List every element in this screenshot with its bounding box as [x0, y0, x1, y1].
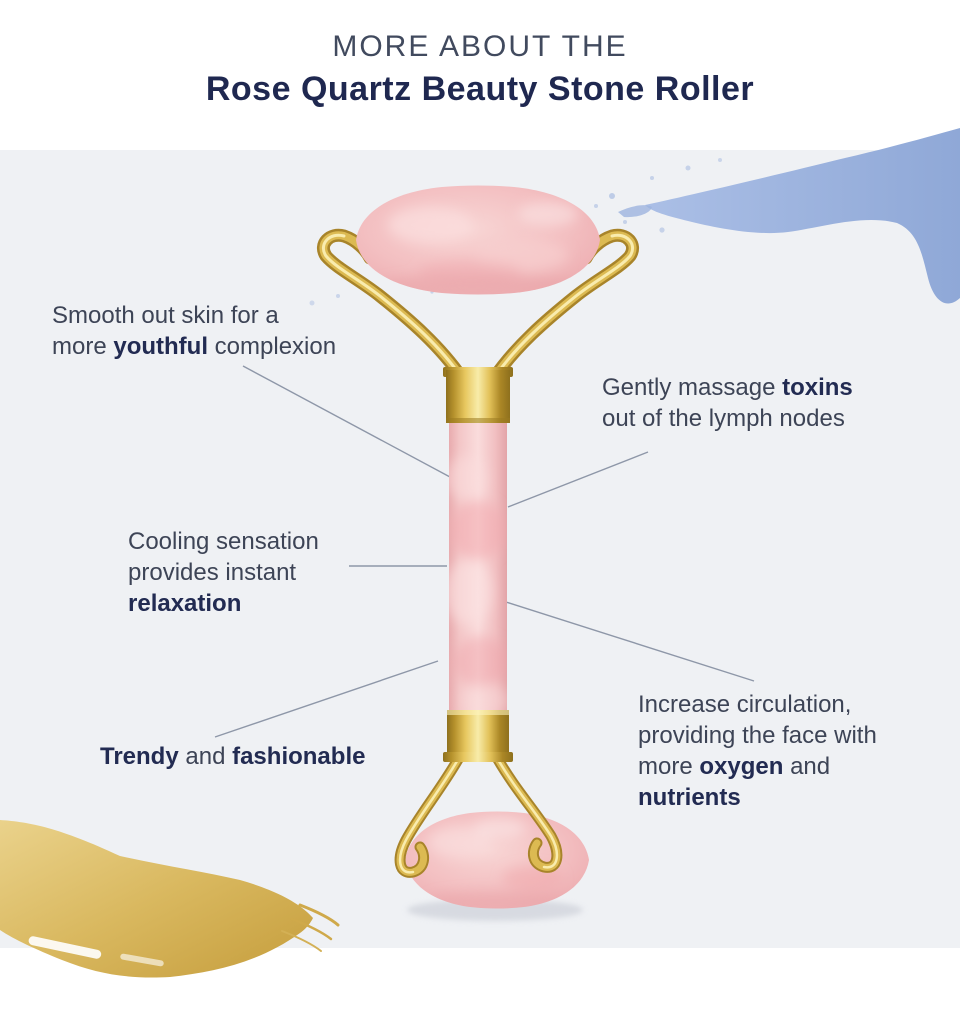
roller-bottom-fork-wire: [394, 750, 563, 878]
roller-bottom-collar: [443, 710, 513, 762]
roller-top-stone: [356, 185, 600, 295]
callout-text: Cooling sensation: [128, 528, 319, 555]
callout-text: provides instant: [128, 559, 297, 586]
callout-trendy-fashionable: Trendy and fashionable: [100, 741, 365, 772]
callout-youthful-complexion: Smooth out skin for a more youthful comp…: [52, 300, 336, 362]
header-eyebrow: MORE ABOUT THE: [332, 30, 628, 63]
callout-text-bold: nutrients: [638, 784, 741, 811]
callout-line-youthful: [242, 365, 451, 478]
roller-shadow: [407, 899, 583, 921]
callout-text-bold: oxygen: [699, 753, 784, 780]
callout-line-toxins: [507, 451, 649, 508]
callout-text: more: [52, 333, 107, 360]
callout-text: complexion: [214, 333, 337, 360]
callout-line-trendy: [214, 660, 439, 738]
callout-text-bold: fashionable: [232, 743, 366, 770]
callout-text-bold: youthful: [113, 333, 208, 360]
roller-handle: [449, 420, 507, 712]
page-title: Rose Quartz Beauty Stone Roller: [205, 70, 755, 108]
callout-text-bold: Trendy: [100, 743, 179, 770]
blue-brushstroke: [618, 128, 960, 304]
callout-text: and: [185, 743, 226, 770]
callout-text: Gently massage: [602, 374, 776, 401]
callout-text: Smooth out skin for a: [52, 302, 279, 329]
callout-text-bold: relaxation: [128, 590, 242, 617]
roller-top-fork-wire: [317, 228, 639, 385]
callout-text: more: [638, 753, 693, 780]
roller-bottom-stone: [405, 811, 589, 909]
gold-brushstroke: [0, 820, 340, 978]
callout-massage-toxins: Gently massage toxins out of the lymph n…: [602, 372, 853, 434]
roller-top-collar: [443, 367, 513, 423]
callout-text-bold: toxins: [782, 374, 853, 401]
callout-text: Increase circulation,: [638, 691, 852, 718]
callout-cooling-relaxation: Cooling sensation provides instant relax…: [128, 526, 319, 619]
callout-increase-circulation: Increase circulation, providing the face…: [638, 689, 877, 813]
callout-text: out of the lymph nodes: [602, 405, 845, 432]
callout-text: and: [790, 753, 831, 780]
callout-text: providing the face with: [638, 722, 877, 749]
roller-illustration: [317, 185, 639, 921]
callout-line-circulation: [505, 601, 755, 682]
callout-lines: [214, 365, 755, 738]
